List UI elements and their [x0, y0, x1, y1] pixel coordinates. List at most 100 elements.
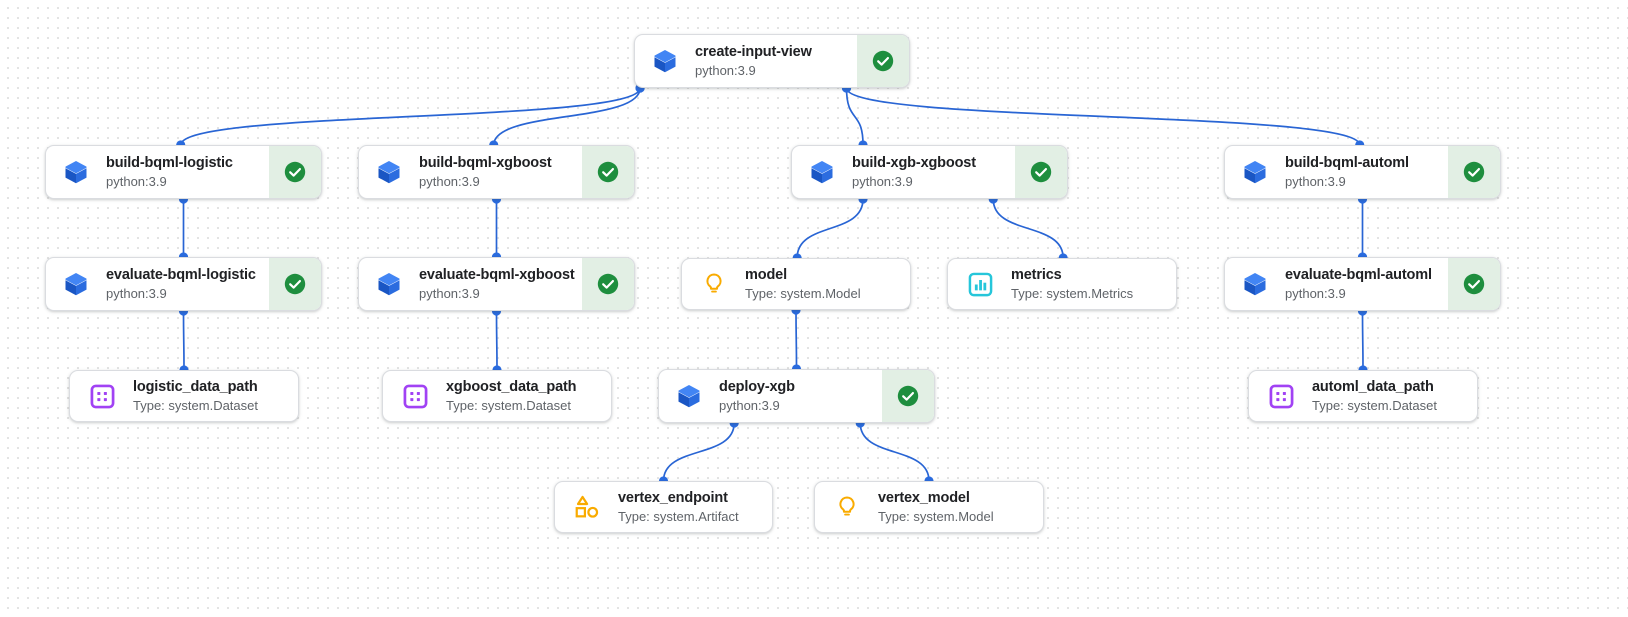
edge-create-input-view-to-build-xgb-xgboost [845, 87, 864, 146]
dag-node-evaluate-bqml-xgboost[interactable]: evaluate-bqml-xgboost python:3.9 [358, 257, 635, 311]
node-title: create-input-view [695, 44, 812, 60]
node-status-panel[interactable] [269, 146, 321, 198]
cube-icon [62, 270, 90, 298]
node-body: build-bqml-automl python:3.9 [1225, 146, 1448, 198]
node-title: metrics [1011, 267, 1062, 283]
bar-chart-icon [966, 270, 994, 298]
node-status-panel[interactable] [857, 35, 909, 87]
succeeded-check-icon [284, 273, 306, 295]
succeeded-check-icon [284, 161, 306, 183]
edge-evaluate-bqml-xgboost-to-xgboost_data_path [495, 310, 498, 371]
dataset-grid-icon [88, 382, 116, 410]
edge-deploy-xgb-to-vertex_model [859, 422, 930, 482]
cube-icon [62, 158, 90, 186]
node-status-panel[interactable] [1015, 146, 1067, 198]
cube-icon [1241, 158, 1269, 186]
succeeded-check-icon [1030, 161, 1052, 183]
node-title: evaluate-bqml-xgboost [419, 267, 575, 283]
edge-create-input-view-to-build-bqml-xgboost [492, 87, 641, 146]
node-status-panel[interactable] [582, 146, 634, 198]
node-subtitle: python:3.9 [1285, 174, 1346, 189]
node-title: evaluate-bqml-automl [1285, 267, 1432, 283]
succeeded-check-icon [1463, 273, 1485, 295]
node-label-group: evaluate-bqml-xgboost python:3.9 [419, 267, 575, 301]
node-subtitle: python:3.9 [419, 286, 480, 301]
edge-evaluate-bqml-logistic-to-logistic_data_path [182, 310, 185, 371]
dag-node-create-input-view[interactable]: create-input-view python:3.9 [634, 34, 910, 88]
node-subtitle: python:3.9 [106, 286, 167, 301]
edge-build-xgb-xgboost-to-model [796, 198, 864, 259]
node-body: create-input-view python:3.9 [635, 35, 857, 87]
node-subtitle: Type: system.Model [745, 286, 861, 301]
edge-model-to-deploy-xgb [795, 309, 798, 370]
node-title: model [745, 267, 787, 283]
cube-icon [375, 270, 403, 298]
node-subtitle: python:3.9 [419, 174, 480, 189]
node-label-group: build-bqml-automl python:3.9 [1285, 155, 1409, 189]
node-title: evaluate-bqml-logistic [106, 267, 256, 283]
node-subtitle: Type: system.Dataset [1312, 398, 1437, 413]
cube-icon [808, 158, 836, 186]
edge-evaluate-bqml-automl-to-automl_data_path [1361, 310, 1364, 371]
node-title: build-bqml-automl [1285, 155, 1409, 171]
node-status-panel[interactable] [582, 258, 634, 310]
dag-node-evaluate-bqml-logistic[interactable]: evaluate-bqml-logistic python:3.9 [45, 257, 322, 311]
cube-icon [375, 158, 403, 186]
node-title: deploy-xgb [719, 379, 795, 395]
node-label-group: create-input-view python:3.9 [695, 44, 812, 78]
node-label-group: evaluate-bqml-logistic python:3.9 [106, 267, 256, 301]
edge-deploy-xgb-to-vertex_endpoint [662, 422, 736, 482]
succeeded-check-icon [597, 161, 619, 183]
dataset-grid-icon [1267, 382, 1295, 410]
node-subtitle: python:3.9 [695, 63, 756, 78]
node-status-panel[interactable] [269, 258, 321, 310]
cube-icon [675, 382, 703, 410]
node-subtitle: Type: system.Artifact [618, 509, 739, 524]
node-subtitle: Type: system.Dataset [133, 398, 258, 413]
artifact-shapes-icon [573, 493, 601, 521]
edge-build-xgb-xgboost-to-metrics [992, 198, 1064, 259]
cube-icon [1241, 270, 1269, 298]
dag-node-build-bqml-automl[interactable]: build-bqml-automl python:3.9 [1224, 145, 1501, 199]
node-subtitle: python:3.9 [106, 174, 167, 189]
node-status-panel[interactable] [882, 370, 934, 422]
cube-icon [651, 47, 679, 75]
node-subtitle: python:3.9 [852, 174, 913, 189]
node-status-panel[interactable] [1448, 146, 1500, 198]
node-status-panel[interactable] [1448, 258, 1500, 310]
succeeded-check-icon [897, 385, 919, 407]
node-body: evaluate-bqml-logistic python:3.9 [46, 258, 269, 310]
node-subtitle: Type: system.Model [878, 509, 994, 524]
